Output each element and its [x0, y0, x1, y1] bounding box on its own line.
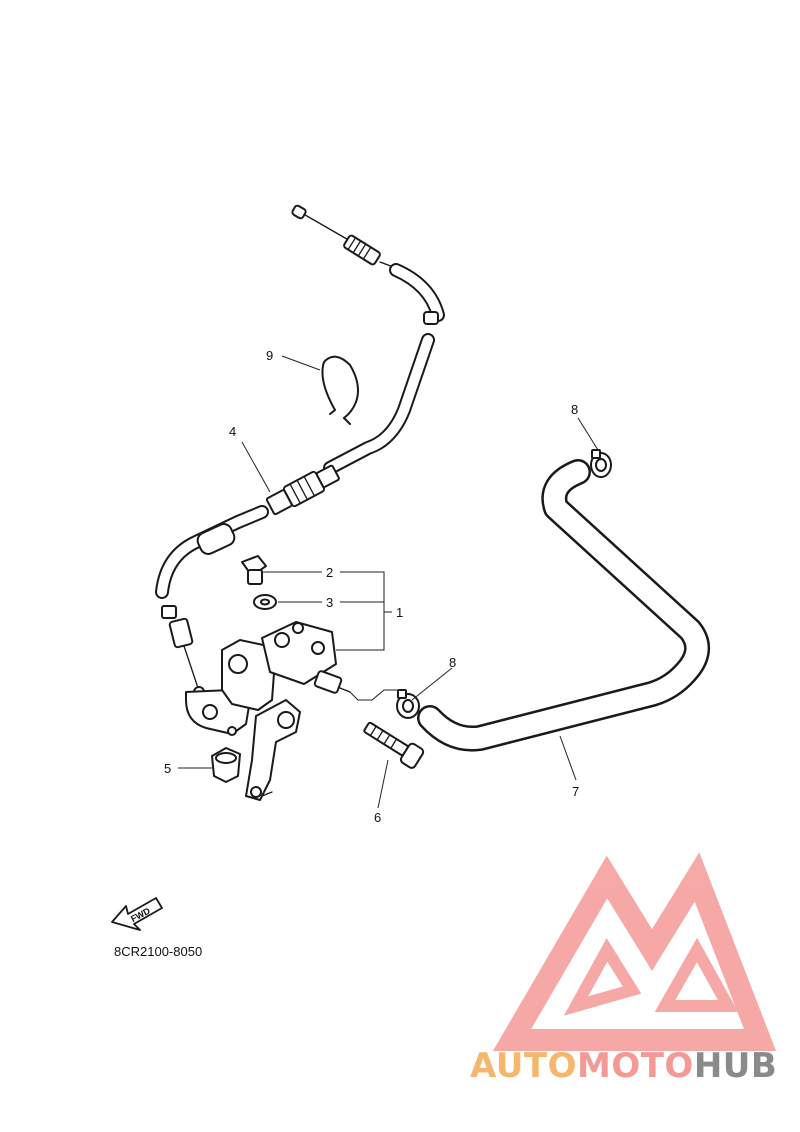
cable-clip: [321, 355, 359, 425]
bolt-6: [363, 721, 425, 769]
wordmark-part-hub: HUB: [693, 1046, 778, 1086]
hose-clamp-upper: [590, 449, 612, 478]
hose-clamp-lower: [396, 689, 420, 719]
diagram-code: 8CR2100-8050: [114, 944, 202, 959]
callout-labels: 1 2 3 4 5 6 7 8 8 9: [164, 348, 579, 825]
callout-2: 2: [326, 565, 333, 580]
cable-assembly: [155, 204, 445, 698]
callout-7: 7: [572, 784, 579, 799]
watermark-wordmark: AUTOMOTOHUB: [470, 1046, 777, 1086]
callout-8-lower: 8: [449, 655, 456, 670]
washer-3: [253, 594, 277, 610]
callout-5: 5: [164, 761, 171, 776]
wordmark-part-auto: AUTO: [470, 1046, 577, 1086]
callout-4: 4: [229, 424, 236, 439]
callout-1: 1: [396, 605, 403, 620]
bolt-2: [241, 555, 267, 585]
hose: [417, 459, 710, 752]
callout-9: 9: [266, 348, 273, 363]
callout-3: 3: [326, 595, 333, 610]
pump-assembly: [185, 621, 351, 801]
callout-6: 6: [374, 810, 381, 825]
fwd-arrow-icon: FWD: [111, 897, 163, 931]
leader-lines: [178, 355, 599, 809]
wordmark-part-moto: MOTO: [576, 1046, 694, 1086]
callout-8-upper: 8: [571, 402, 578, 417]
watermark-logo-icon: [492, 852, 777, 1051]
nut-5: [211, 726, 241, 783]
